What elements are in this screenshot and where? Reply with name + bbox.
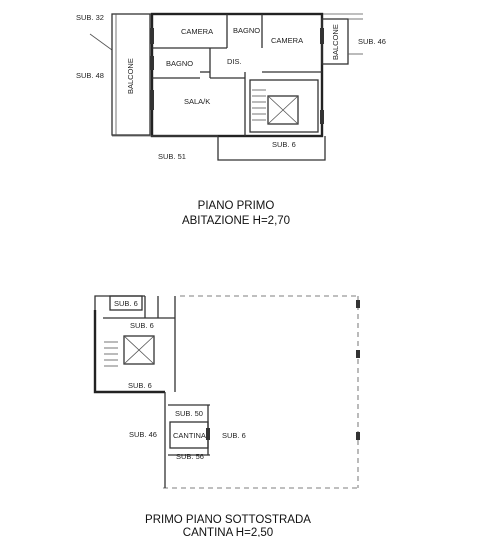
window-2 (150, 56, 154, 70)
label-sub48-left: SUB. 48 (76, 71, 104, 80)
stair-core (249, 79, 319, 133)
sub6-a-box (109, 295, 143, 311)
label-camera-2: CAMERA (271, 36, 303, 45)
label-sub46: SUB. 46 (129, 430, 157, 439)
lower-title-line1: PRIMO PIANO SOTTOSTRADA (145, 514, 311, 526)
label-sub6-c: SUB. 6 (128, 381, 152, 390)
lift-shaft (267, 95, 299, 125)
upper-floor-plan (89, 12, 363, 161)
label-balcone-left: BALCONE (126, 58, 135, 94)
window-4 (320, 28, 324, 44)
label-sub56: SUB. 56 (176, 452, 204, 461)
leader-line (89, 33, 113, 51)
apartment-outer-wall (150, 12, 324, 138)
label-sub51: SUB. 51 (158, 152, 186, 161)
label-sub6-b: SUB. 6 (130, 321, 154, 330)
cantina-door (206, 428, 210, 440)
lower-title-line2: CANTINA H=2,50 (183, 527, 273, 537)
label-cantina: CANTINA (173, 431, 206, 440)
balcony-left-wall (111, 13, 151, 136)
label-dis: DIS. (227, 57, 242, 66)
lift-cross-2 (267, 95, 299, 125)
marker (356, 432, 360, 440)
label-sub6-top: SUB. 6 (272, 140, 296, 149)
lift-shaft-lower (123, 335, 155, 365)
upper-title-line1: PIANO PRIMO (198, 200, 275, 212)
window-1 (150, 28, 154, 44)
label-camera-1: CAMERA (181, 27, 213, 36)
label-sub50: SUB. 50 (175, 409, 203, 418)
lower-floor-plan (93, 295, 360, 489)
label-sala: SALA/K (184, 97, 210, 106)
label-balcone-right: BALCONE (331, 24, 340, 60)
label-sub6-a: SUB. 6 (114, 299, 138, 308)
lift-cross-lower-2 (123, 335, 155, 365)
core-outer-wall (93, 310, 165, 394)
label-bagno-2: BAGNO (166, 59, 193, 68)
window-3 (150, 90, 154, 110)
marker (356, 300, 360, 308)
window-5 (320, 110, 324, 124)
label-sub6-d: SUB. 6 (222, 431, 246, 440)
label-sub32: SUB. 32 (76, 13, 104, 22)
label-sub46-top: SUB. 46 (358, 37, 386, 46)
upper-title-line2: ABITAZIONE H=2,70 (182, 215, 290, 227)
corridor-wall (217, 136, 326, 161)
marker (356, 350, 360, 358)
label-bagno-1: BAGNO (233, 26, 260, 35)
